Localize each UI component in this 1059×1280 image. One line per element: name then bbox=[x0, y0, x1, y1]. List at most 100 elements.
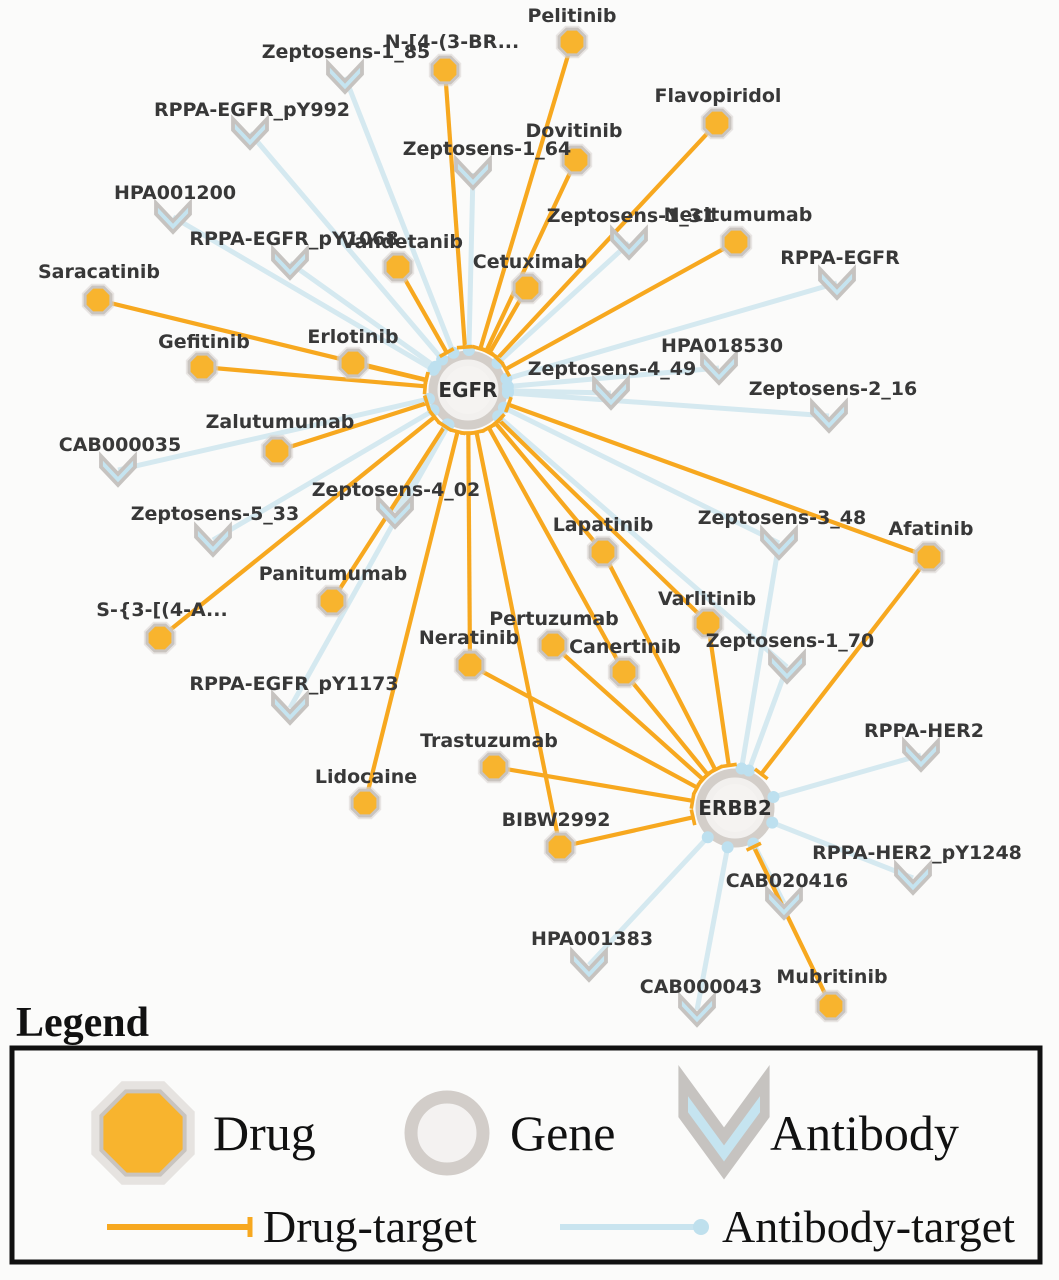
edge-drug-Lapatinib-ERBB2 bbox=[601, 551, 718, 771]
drug-node-Afatinib[interactable] bbox=[912, 540, 946, 574]
node-label-Afatinib: Afatinib bbox=[888, 518, 973, 540]
antibody-node-Zeptosens-1_31[interactable] bbox=[610, 224, 648, 261]
antibody-node-CAB000043[interactable] bbox=[678, 991, 716, 1028]
drug-node-Erlotinib[interactable] bbox=[336, 346, 370, 380]
antibody-chevron bbox=[194, 521, 232, 558]
edge-antibody-Zeptosens-1_85-EGFR bbox=[342, 76, 457, 356]
node-label-Vandetanib: Vandetanib bbox=[341, 231, 463, 253]
node-label-CAB000043: CAB000043 bbox=[640, 976, 762, 998]
edge-dot bbox=[767, 791, 780, 804]
edge-drug-Pertuzumab-ERBB2 bbox=[551, 643, 705, 781]
gene-node-ERBB2[interactable] bbox=[695, 768, 775, 848]
drug-node-Dovitinib[interactable] bbox=[559, 143, 593, 177]
edge-antibody-HPA001383-ERBB2 bbox=[587, 834, 711, 967]
drug-octagon bbox=[914, 542, 944, 572]
antibody-node-Zeptosens-1_85[interactable] bbox=[326, 58, 364, 95]
drug-node-Pelitinib[interactable] bbox=[555, 25, 589, 59]
legend-drug-label: Drug bbox=[213, 1105, 316, 1161]
drug-node-Trastuzumab[interactable] bbox=[477, 750, 511, 784]
edge-antibody-Zeptosens-1_70-ERBB2 bbox=[745, 666, 790, 774]
antibody-node-Zeptosens-4_02[interactable] bbox=[376, 493, 414, 530]
drug-node-Lapatinib[interactable] bbox=[586, 535, 620, 569]
antibody-node-RPPA-EGFR_pY1068[interactable] bbox=[271, 244, 309, 281]
antibody-node-CAB000035[interactable] bbox=[99, 451, 137, 488]
antibody-node-Zeptosens-2_16[interactable] bbox=[810, 397, 848, 434]
drug-node-Necitumumab[interactable] bbox=[719, 225, 753, 259]
antibody-node-RPPA-EGFR[interactable] bbox=[818, 264, 856, 301]
antibody-chevron bbox=[894, 859, 932, 896]
drug-octagon bbox=[383, 252, 413, 282]
edge-cap bbox=[449, 428, 466, 436]
edge-antibody-HPA018530-EGFR bbox=[505, 365, 720, 390]
antibody-node-Zeptosens-5_33[interactable] bbox=[194, 521, 232, 558]
drug-octagon bbox=[545, 832, 575, 862]
edge-drug-S3-EGFR bbox=[158, 415, 436, 640]
edge-drug-Zalutumumab-EGFR bbox=[276, 401, 428, 454]
layer-nodes bbox=[81, 25, 946, 1028]
antibody-node-CAB020416[interactable] bbox=[765, 884, 803, 921]
edge-cap bbox=[422, 371, 430, 389]
antibody-node-RPPA-HER2_pY1248[interactable] bbox=[894, 859, 932, 896]
antibody-node-HPA001200[interactable] bbox=[154, 198, 192, 235]
layer-eblue bbox=[117, 76, 922, 1011]
drug-node-Cetuximab[interactable] bbox=[510, 271, 544, 305]
drug-node-N4[interactable] bbox=[428, 53, 462, 87]
drug-node-Mubritinib[interactable] bbox=[814, 989, 848, 1023]
edge-drug-Lidocaine-EGFR bbox=[362, 431, 460, 804]
node-label-Zeptosens-2_16: Zeptosens-2_16 bbox=[749, 378, 917, 400]
node-label-RPPA-HER2: RPPA-HER2 bbox=[864, 720, 984, 742]
edge-cap bbox=[696, 772, 710, 787]
drug-octagon bbox=[512, 273, 542, 303]
antibody-node-HPA001383[interactable] bbox=[570, 946, 608, 983]
drug-octagon bbox=[557, 27, 587, 57]
drug-node-Panitumumab[interactable] bbox=[315, 584, 349, 618]
edge-drug-Trastuzumab-ERBB2 bbox=[493, 764, 693, 803]
node-label-BIBW2992: BIBW2992 bbox=[502, 809, 611, 831]
antibody-node-HPA018530[interactable] bbox=[700, 349, 738, 386]
legend-drug-octagon bbox=[99, 1089, 187, 1177]
antibody-node-Zeptosens-4_49[interactable] bbox=[592, 374, 630, 411]
node-label-RPPA-EGFR: RPPA-EGFR bbox=[780, 247, 900, 269]
node-label-Pertuzumab: Pertuzumab bbox=[489, 608, 619, 630]
node-label-Saracatinib: Saracatinib bbox=[38, 261, 160, 283]
node-label-Lidocaine: Lidocaine bbox=[315, 766, 417, 788]
drug-octagon bbox=[262, 436, 292, 466]
edge-cap bbox=[437, 420, 453, 432]
antibody-node-Zeptosens-1_70[interactable] bbox=[768, 648, 806, 685]
drug-node-Neratinib[interactable] bbox=[453, 648, 487, 682]
drug-octagon bbox=[479, 752, 509, 782]
antibody-chevron bbox=[570, 946, 608, 983]
node-label-Zeptosens-1_31: Zeptosens-1_31 bbox=[547, 205, 715, 227]
edge-drug-Neratinib-EGFR bbox=[466, 432, 473, 666]
legend-gene-label: Gene bbox=[510, 1105, 616, 1161]
drug-node-Zalutumumab[interactable] bbox=[260, 434, 294, 468]
node-label-Zeptosens-4_02: Zeptosens-4_02 bbox=[312, 479, 480, 501]
edge-antibody-RPPA-HER2-ERBB2 bbox=[770, 752, 922, 800]
drug-node-Lidocaine[interactable] bbox=[348, 786, 382, 820]
antibody-chevron bbox=[610, 224, 648, 261]
edge-antibody-Zeptosens-5_33-EGFR bbox=[211, 407, 437, 543]
antibody-node-Zeptosens-1_64[interactable] bbox=[454, 154, 492, 191]
edge-antibody-CAB000035-EGFR bbox=[117, 396, 432, 473]
drug-node-BIBW2992[interactable] bbox=[543, 830, 577, 864]
drug-node-Canertinib[interactable] bbox=[607, 655, 641, 689]
drug-node-Gefitinib[interactable] bbox=[185, 350, 219, 384]
drug-node-Saracatinib[interactable] bbox=[81, 283, 115, 317]
node-label-Varlitinib: Varlitinib bbox=[658, 588, 756, 610]
antibody-node-Zeptosens-3_48[interactable] bbox=[760, 524, 798, 561]
antibody-node-RPPA-HER2[interactable] bbox=[902, 736, 940, 773]
edge-drug-Pelitinib-EGFR bbox=[478, 41, 575, 350]
drug-octagon bbox=[455, 650, 485, 680]
drug-node-Varlitinib[interactable] bbox=[691, 606, 725, 640]
drug-octagon bbox=[338, 348, 368, 378]
antibody-node-RPPA-EGFR_pY992[interactable] bbox=[231, 114, 269, 151]
drug-node-Flavopiridol[interactable] bbox=[700, 106, 734, 140]
drug-node-S3[interactable] bbox=[143, 621, 177, 655]
drug-node-Pertuzumab[interactable] bbox=[536, 628, 570, 662]
drug-node-Vandetanib[interactable] bbox=[381, 250, 415, 284]
drug-octagon bbox=[702, 108, 732, 138]
edge-drug-N4-EGFR bbox=[442, 69, 468, 348]
antibody-node-RPPA-EGFR_pY1173[interactable] bbox=[271, 689, 309, 726]
node-label-Panitumumab: Panitumumab bbox=[259, 563, 407, 585]
